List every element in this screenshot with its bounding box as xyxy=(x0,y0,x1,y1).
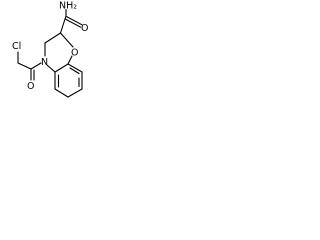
acyl-oxygen-label: O xyxy=(27,81,34,92)
bond-c2-to-carbonyl xyxy=(59,15,67,34)
bond-n4-to-c4a xyxy=(46,64,56,73)
bond-c2-to-c3 xyxy=(44,32,62,44)
amide-nh2-label: NH₂ xyxy=(59,1,77,12)
bond-c4a-to-c8a xyxy=(54,63,69,73)
bond-ring-o-to-c8a xyxy=(67,55,73,65)
bond-c2-to-ring-o xyxy=(59,32,74,48)
bond-c7-to-c6 xyxy=(67,88,83,98)
ring-nitrogen-label: N xyxy=(41,57,48,68)
bond-c6-to-c5 xyxy=(54,88,69,98)
bond-carbonyl-double-1 xyxy=(65,15,83,26)
chlorine-label: Cl xyxy=(12,41,21,52)
bond-n4-to-acyl-c xyxy=(30,62,42,70)
bond-aromatic-inner-1 xyxy=(69,67,80,75)
bond-acyl-c-to-ch2 xyxy=(17,62,32,70)
bond-c8a-to-c8 xyxy=(67,63,83,73)
ring-oxygen-label: O xyxy=(71,48,78,59)
chemical-structure-diagram: NH₂ O O N O Cl xyxy=(12,1,88,98)
atom-labels: NH₂ O O N O Cl xyxy=(12,1,88,93)
bond-lines xyxy=(17,8,83,98)
bond-carbonyl-double-2 xyxy=(64,18,82,28)
amide-oxygen-label: O xyxy=(81,23,88,34)
